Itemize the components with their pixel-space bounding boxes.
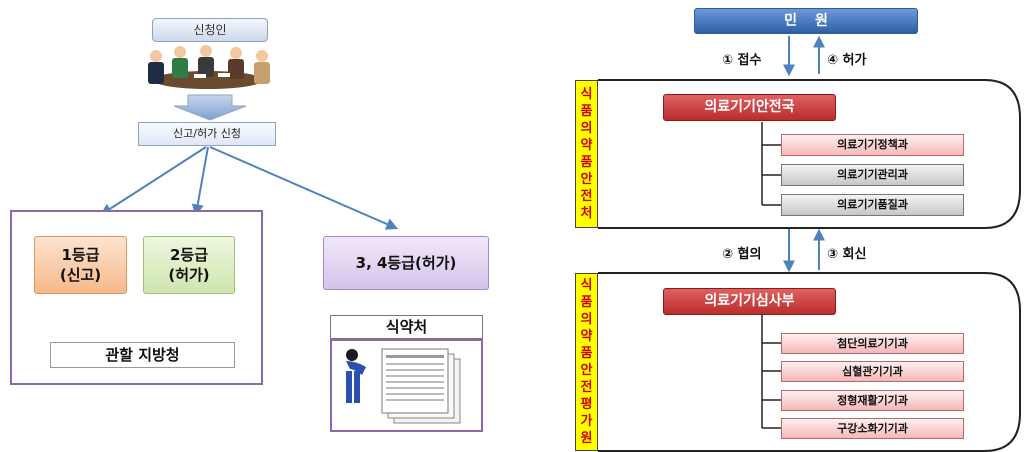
mfds-label: 식약처 — [330, 315, 483, 339]
vertical-char: 원 — [580, 431, 593, 446]
grade1-title: 1등급 — [61, 246, 100, 264]
org1-sub-3: 의료기기품질과 — [781, 194, 964, 216]
vertical-char: 의 — [580, 121, 593, 136]
org1-sub-1: 의료기기정책과 — [781, 134, 964, 156]
org1-sub-2: 의료기기관리과 — [781, 164, 964, 186]
org2-dept-box: 의료기기심사부 — [663, 288, 836, 315]
arrow-to-grade2 — [191, 146, 209, 217]
org2-sub-4: 구강소화기기과 — [781, 418, 964, 439]
grade2-title: 2등급 — [169, 246, 209, 264]
grade1-box: 1등급 (신고) — [34, 236, 127, 294]
request-box: 신고/허가 신청 — [138, 122, 276, 146]
vertical-char: 품 — [580, 295, 593, 310]
vertical-char: 식 — [580, 278, 593, 293]
vertical-char: 전 — [580, 380, 593, 395]
meeting-illustration — [136, 42, 281, 92]
step-receipt-label: ① 접수 — [722, 53, 762, 68]
regional-office-label: 관할 지방청 — [50, 342, 235, 368]
org2-sub-2: 심혈관기기과 — [781, 361, 964, 382]
step-consult-label: ② 협의 — [722, 247, 762, 262]
vertical-char: 약 — [580, 329, 593, 344]
applicant-label: 신청인 — [152, 18, 268, 42]
vertical-char: 가 — [580, 414, 593, 429]
vertical-char: 품 — [580, 155, 593, 170]
org1-dept-box: 의료기기안전국 — [663, 94, 836, 121]
down-block-arrow — [173, 94, 247, 121]
vertical-char: 평 — [580, 397, 593, 412]
vertical-char: 의 — [580, 312, 593, 327]
vertical-char: 약 — [580, 138, 593, 153]
vertical-char: 안 — [580, 363, 593, 378]
grade2-box: 2등급 (허가) — [143, 236, 235, 294]
vertical-char: 전 — [580, 189, 593, 204]
org2-sub-3: 정형재활기기과 — [781, 390, 964, 411]
document-review-illustration — [330, 339, 483, 432]
step-permit-label: ④ 허가 — [827, 53, 867, 68]
arrow-to-grade1 — [99, 146, 207, 216]
civil-petition-header: 민원 — [694, 8, 918, 34]
grade2-sub: (허가) — [168, 266, 210, 284]
grade34-box: 3, 4등급(허가) — [323, 236, 489, 290]
vertical-char: 품 — [580, 346, 593, 361]
grade1-sub: (신고) — [59, 266, 102, 284]
vertical-char: 처 — [580, 206, 593, 221]
step-reply-label: ③ 회신 — [827, 247, 867, 262]
org2-outline — [598, 272, 1021, 452]
vertical-char: 품 — [580, 104, 593, 119]
vertical-char: 안 — [580, 172, 593, 187]
org1-outline — [598, 79, 1021, 229]
org2-sub-1: 첨단의료기기과 — [781, 333, 964, 354]
arrow-to-grade34 — [209, 146, 399, 230]
vertical-char: 식 — [580, 87, 593, 102]
